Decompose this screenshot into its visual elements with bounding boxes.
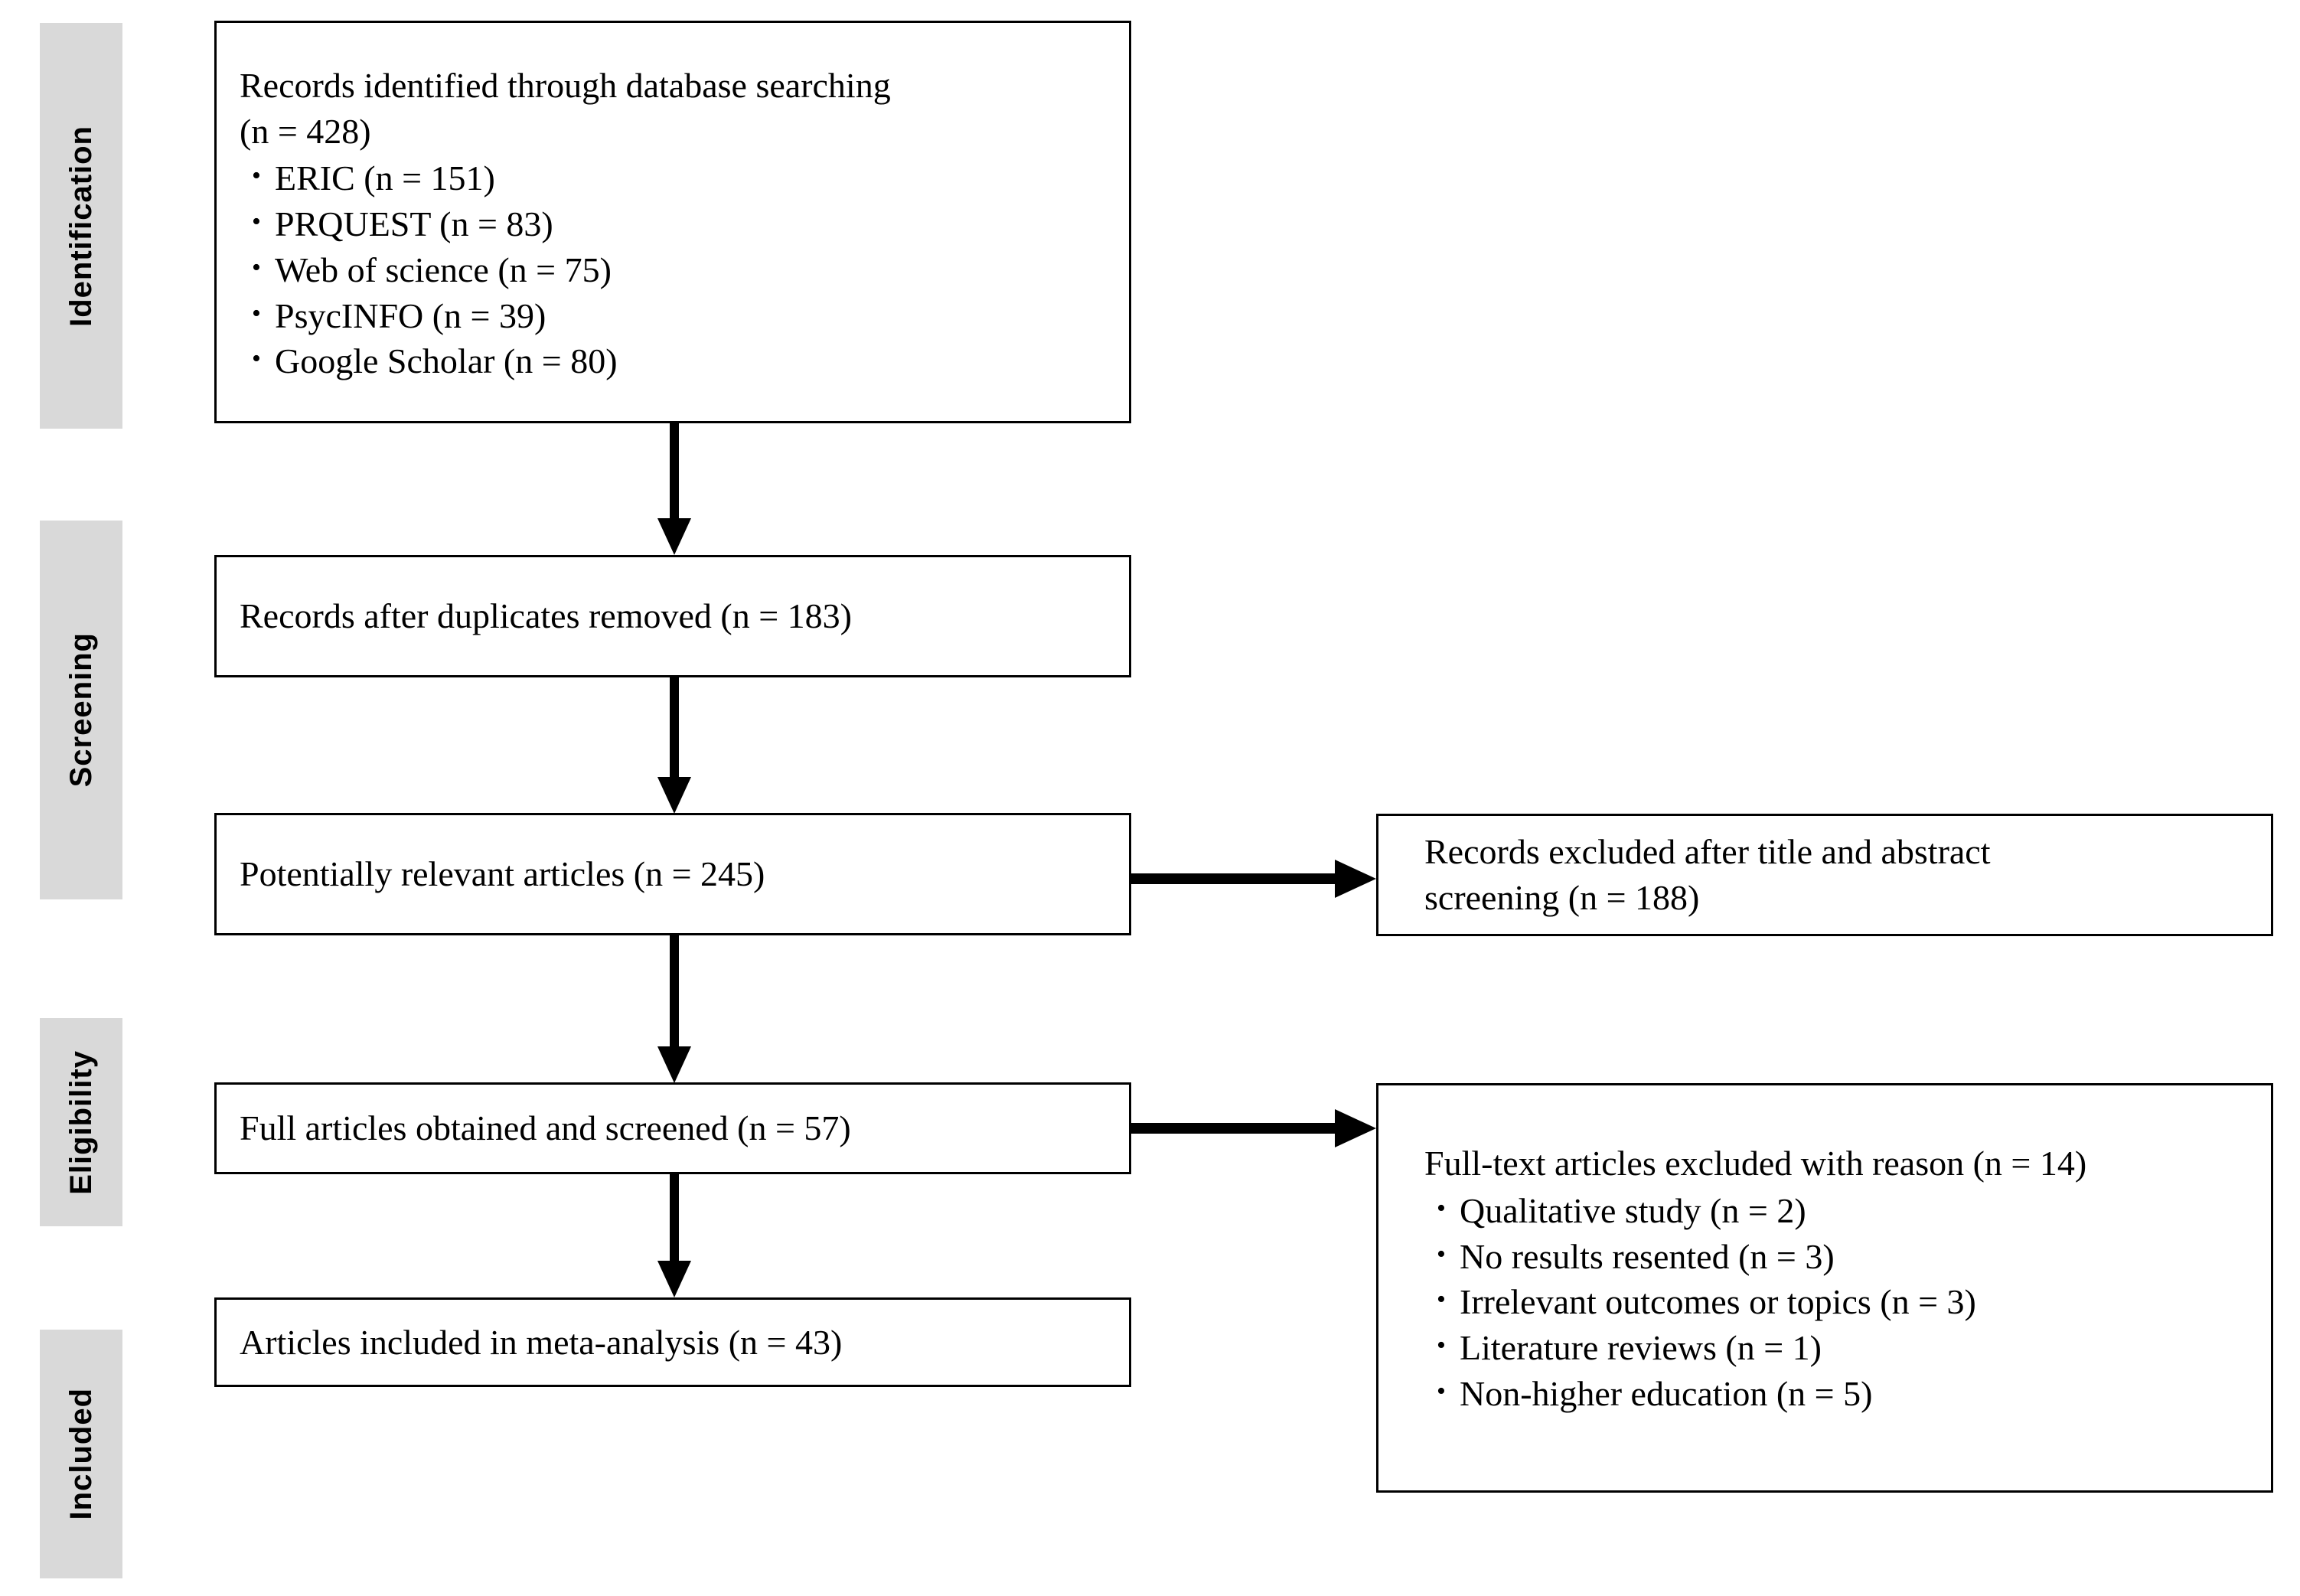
bullet-icon: • (252, 344, 261, 374)
box-fulltext-excluded-list: • Qualitative study (n = 2) • No results r… (1424, 1188, 2251, 1417)
bullet-icon: • (252, 207, 261, 237)
stage-label-eligibility: Eligibility (64, 1049, 98, 1195)
stage-label-screening: Screening (64, 632, 98, 788)
list-item-label: Literature reviews (n = 1) (1460, 1328, 1822, 1368)
connector-relevant-to-records-excluded (1131, 853, 1378, 904)
list-item: • Non-higher education (n = 5) (1437, 1371, 2251, 1417)
bullet-icon: • (252, 253, 261, 282)
stage-label-included: Included (64, 1388, 98, 1520)
stage-bar-eligibility: Eligibility (40, 1018, 122, 1226)
box-records-identified-title: Records identified through database sear… (240, 65, 891, 151)
connector-full-articles-to-included (655, 1173, 693, 1299)
bullet-icon: • (252, 162, 261, 191)
bullet-icon: • (1437, 1193, 1446, 1222)
box-articles-included: Articles included in meta-analysis (n = … (214, 1297, 1131, 1387)
stage-bar-included: Included (40, 1330, 122, 1578)
bullet-icon: • (1437, 1285, 1446, 1314)
list-item: • Literature reviews (n = 1) (1437, 1325, 2251, 1371)
list-item-label: Qualitative study (n = 2) (1460, 1190, 1806, 1230)
box-fulltext-excluded-title: Full-text articles excluded with reason … (1424, 1144, 2087, 1183)
box-duplicates-removed: Records after duplicates removed (n = 18… (214, 555, 1131, 677)
box-articles-included-title: Articles included in meta-analysis (n = … (240, 1322, 843, 1362)
connector-duplicates-to-relevant (655, 677, 693, 815)
box-duplicates-removed-title: Records after duplicates removed (n = 18… (240, 596, 852, 636)
list-item-label: PsycINFO (n = 39) (275, 295, 546, 335)
list-item-label: No results resented (n = 3) (1460, 1236, 1835, 1276)
list-item: • Qualitative study (n = 2) (1437, 1188, 2251, 1234)
list-item: • Irrelevant outcomes or topics (n = 3) (1437, 1279, 2251, 1325)
box-records-excluded: Records excluded after title and abstrac… (1376, 814, 2273, 936)
bullet-icon: • (252, 299, 261, 328)
box-full-articles-screened-title: Full articles obtained and screened (n =… (240, 1108, 851, 1148)
bullet-icon: • (1437, 1239, 1446, 1268)
list-item: • PsycINFO (n = 39) (252, 293, 1109, 339)
stage-bar-screening: Screening (40, 521, 122, 899)
stage-label-identification: Identification (64, 125, 98, 327)
box-fulltext-excluded: Full-text articles excluded with reason … (1376, 1083, 2273, 1493)
list-item-label: PRQUEST (n = 83) (275, 204, 553, 244)
list-item: • No results resented (n = 3) (1437, 1234, 2251, 1280)
list-item-label: Web of science (n = 75) (275, 250, 612, 289)
stage-bar-identification: Identification (40, 23, 122, 429)
list-item: • ERIC (n = 151) (252, 155, 1109, 201)
list-item: • PRQUEST (n = 83) (252, 201, 1109, 247)
box-records-excluded-title: Records excluded after title and abstrac… (1424, 832, 1991, 917)
list-item: • Web of science (n = 75) (252, 247, 1109, 293)
box-records-identified-list: • ERIC (n = 151) • PRQUEST (n = 83) • Web o… (240, 155, 1109, 384)
box-full-articles-screened: Full articles obtained and screened (n =… (214, 1082, 1131, 1174)
connector-full-articles-to-fulltext-excluded (1131, 1103, 1378, 1154)
bullet-icon: • (1437, 1331, 1446, 1360)
list-item: • Google Scholar (n = 80) (252, 338, 1109, 384)
list-item-label: Irrelevant outcomes or topics (n = 3) (1460, 1282, 1976, 1322)
connector-identified-to-duplicates (655, 423, 693, 556)
connector-relevant-to-full-articles (655, 935, 693, 1085)
box-records-identified: Records identified through database sear… (214, 21, 1131, 423)
bullet-icon: • (1437, 1376, 1446, 1405)
list-item-label: ERIC (n = 151) (275, 158, 495, 198)
box-potentially-relevant-title: Potentially relevant articles (n = 245) (240, 854, 765, 894)
box-potentially-relevant: Potentially relevant articles (n = 245) (214, 813, 1131, 935)
list-item-label: Google Scholar (n = 80) (275, 341, 618, 381)
list-item-label: Non-higher education (n = 5) (1460, 1373, 1873, 1413)
